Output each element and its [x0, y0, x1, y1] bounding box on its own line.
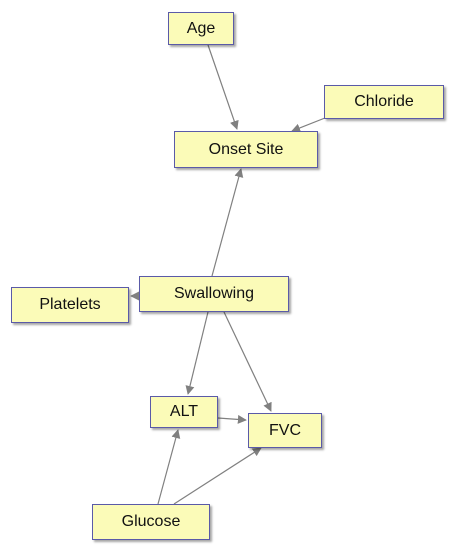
edge-age-to-onset_site [207, 44, 239, 130]
node-platelets[interactable]: Platelets [11, 287, 129, 323]
node-fvc-label: FVC [269, 421, 301, 439]
edge-chloride-to-onset_site [291, 115, 331, 133]
node-fvc[interactable]: FVC [248, 413, 322, 448]
node-glucose[interactable]: Glucose [92, 504, 210, 540]
node-alt-label: ALT [169, 403, 199, 420]
edge-alt-to-fvc [217, 414, 247, 424]
edge-glucose-to-alt [157, 429, 181, 505]
node-onset-site-label: Onset Site [208, 140, 284, 158]
node-age-label: Age [186, 19, 216, 37]
node-swallowing[interactable]: Swallowing [139, 276, 289, 312]
node-age[interactable]: Age [168, 12, 234, 45]
edge-swallowing-to-alt [185, 311, 209, 395]
node-alt[interactable]: ALT [150, 396, 218, 428]
node-swallowing-label: Swallowing [173, 285, 255, 302]
node-chloride[interactable]: Chloride [324, 85, 444, 119]
node-chloride-label: Chloride [354, 93, 414, 110]
edge-glucose-to-fvc [173, 447, 262, 505]
node-glucose-label: Glucose [121, 513, 181, 530]
node-platelets-label: Platelets [39, 296, 101, 313]
edge-swallowing-to-onset_site [211, 168, 244, 277]
node-onset-site[interactable]: Onset Site [174, 131, 318, 168]
edge-swallowing-to-fvc [223, 311, 272, 412]
